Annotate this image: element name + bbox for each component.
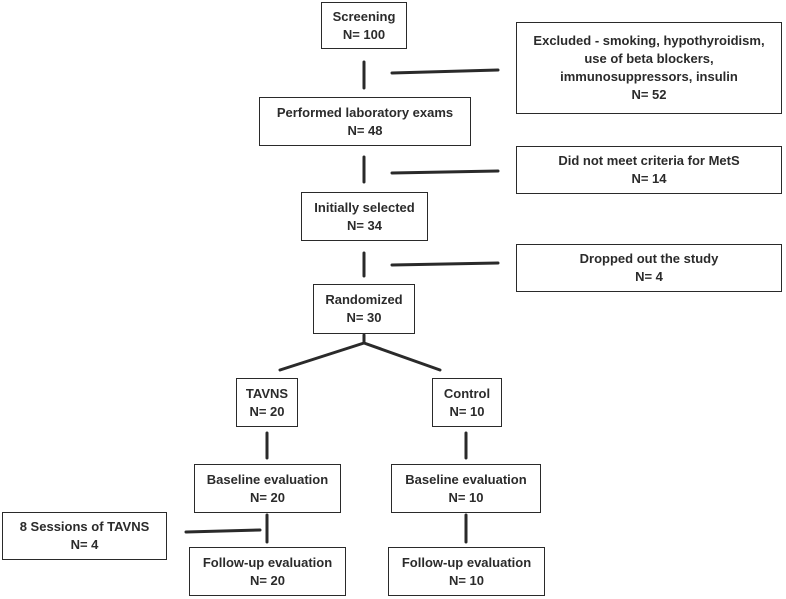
tavns-baseline-box: Baseline evaluation N= 20 bbox=[194, 464, 341, 513]
screening-box: Screening N= 100 bbox=[321, 2, 407, 49]
excluded-reason-2: use of beta blockers, bbox=[584, 51, 714, 66]
connector-exclusion-3 bbox=[390, 261, 500, 267]
connector-exclusion-2 bbox=[390, 169, 500, 175]
dropped-out-box: Dropped out the study N= 4 bbox=[516, 244, 782, 292]
control-baseline-count: N= 10 bbox=[448, 489, 484, 505]
lab-exams-count: N= 48 bbox=[347, 122, 383, 138]
tavns-label: TAVNS bbox=[245, 385, 289, 401]
connector-sessions bbox=[184, 528, 262, 534]
not-met-label: Did not meet criteria for MetS bbox=[558, 153, 740, 168]
randomized-label: Randomized bbox=[325, 292, 403, 307]
control-box: Control N= 10 bbox=[432, 378, 502, 427]
screening-count: N= 100 bbox=[342, 26, 386, 42]
sessions-label: 8 Sessions of TAVNS bbox=[19, 519, 150, 534]
dropped-out-label: Dropped out the study bbox=[579, 251, 719, 266]
randomized-count: N= 30 bbox=[346, 310, 382, 325]
screening-label: Screening bbox=[332, 8, 396, 24]
control-baseline-box: Baseline evaluation N= 10 bbox=[391, 464, 541, 513]
tavns-followup-box: Follow-up evaluation N= 20 bbox=[189, 547, 346, 596]
connector-branch-right bbox=[362, 341, 442, 372]
excluded-reason-3: immunosuppressors, insulin bbox=[560, 69, 738, 84]
tavns-baseline-label: Baseline evaluation bbox=[206, 471, 329, 487]
excluded-reason-1: Excluded - smoking, hypothyroidism, bbox=[533, 33, 765, 48]
tavns-box: TAVNS N= 20 bbox=[236, 378, 298, 427]
control-baseline-label: Baseline evaluation bbox=[405, 471, 527, 487]
connector-branch-left bbox=[278, 341, 366, 372]
randomized-box: Randomized N= 30 bbox=[313, 284, 415, 334]
sessions-box: 8 Sessions of TAVNS N= 4 bbox=[2, 512, 167, 560]
tavns-baseline-count: N= 20 bbox=[249, 489, 286, 505]
dropped-out-count: N= 4 bbox=[635, 269, 663, 284]
control-followup-box: Follow-up evaluation N= 10 bbox=[388, 547, 545, 596]
control-followup-count: N= 10 bbox=[448, 572, 485, 588]
excluded-count: N= 52 bbox=[631, 87, 667, 102]
lab-exams-box: Performed laboratory exams N= 48 bbox=[259, 97, 471, 146]
tavns-followup-label: Follow-up evaluation bbox=[202, 554, 333, 570]
excluded-box: Excluded - smoking, hypothyroidism, use … bbox=[516, 22, 782, 114]
not-met-count: N= 14 bbox=[631, 171, 667, 186]
lab-exams-label: Performed laboratory exams bbox=[276, 104, 454, 120]
connector-exclusion-1 bbox=[390, 68, 500, 75]
control-followup-label: Follow-up evaluation bbox=[401, 554, 532, 570]
control-count: N= 10 bbox=[449, 403, 485, 419]
control-label: Control bbox=[443, 385, 491, 401]
sessions-count: N= 4 bbox=[70, 537, 99, 552]
initially-selected-box: Initially selected N= 34 bbox=[301, 192, 428, 241]
tavns-followup-count: N= 20 bbox=[249, 572, 286, 588]
initially-selected-count: N= 34 bbox=[346, 217, 383, 233]
not-met-box: Did not meet criteria for MetS N= 14 bbox=[516, 146, 782, 194]
tavns-count: N= 20 bbox=[249, 403, 285, 419]
initially-selected-label: Initially selected bbox=[314, 199, 415, 215]
